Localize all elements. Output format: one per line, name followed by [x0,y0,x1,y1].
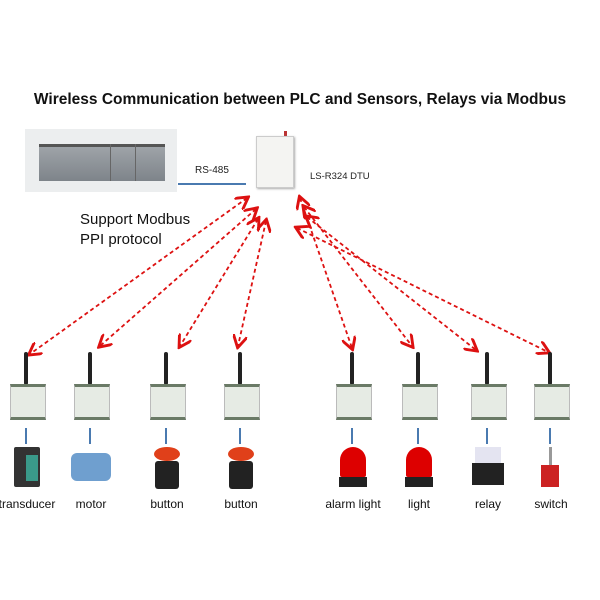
node-label: switch [534,497,568,511]
wireless-io-module [336,384,372,420]
node-label: button [150,497,184,511]
antenna-icon [485,352,489,385]
antenna-icon [238,352,242,385]
node-label: motor [75,497,107,511]
wired-connection [239,428,241,444]
plc-image [25,129,177,192]
dtu-device [256,136,294,188]
antenna-icon [164,352,168,385]
dtu-antenna [284,131,287,138]
antenna-icon [88,352,92,385]
antenna-icon [350,352,354,385]
antenna-icon [416,352,420,385]
wireless-io-module [150,384,186,420]
antenna-icon [548,352,552,385]
wireless-link-arrow [100,209,256,346]
dtu-label: LS-R324 DTU [310,171,370,182]
wired-connection [417,428,419,444]
antenna-icon [24,352,28,385]
node-label: transducer [0,497,56,511]
wireless-io-module [74,384,110,420]
wired-connection [89,428,91,444]
wired-connection [549,428,551,444]
diagram-title: Wireless Communication between PLC and S… [33,91,567,108]
relay-icon [472,447,504,485]
node-label: button [224,497,258,511]
wired-connection [25,428,27,444]
light-icon [405,447,433,487]
wireless-io-module [534,384,570,420]
wired-connection [351,428,353,444]
node-label: relay [474,497,501,511]
wireless-io-module [10,384,46,420]
wired-connection [165,428,167,444]
node-label: alarm light [325,497,381,511]
wireless-link-arrow [297,228,548,352]
wired-connection [486,428,488,444]
node-label: light [407,497,430,511]
button-icon [154,447,180,489]
wireless-link-arrow [300,198,352,348]
wireless-link-arrow [307,217,476,350]
transducer-icon [14,447,40,487]
motor-icon [71,447,111,481]
wireless-link-arrow [238,221,266,346]
rs485-label: RS-485 [195,165,229,176]
wireless-io-module [402,384,438,420]
light-icon [339,447,367,487]
switch-icon [538,447,559,487]
wireless-io-module [224,384,260,420]
wireless-link-arrow [30,198,247,354]
rs485-connection [178,183,246,185]
button-icon [228,447,254,489]
wireless-link-arrow [180,219,258,346]
wireless-io-module [471,384,507,420]
